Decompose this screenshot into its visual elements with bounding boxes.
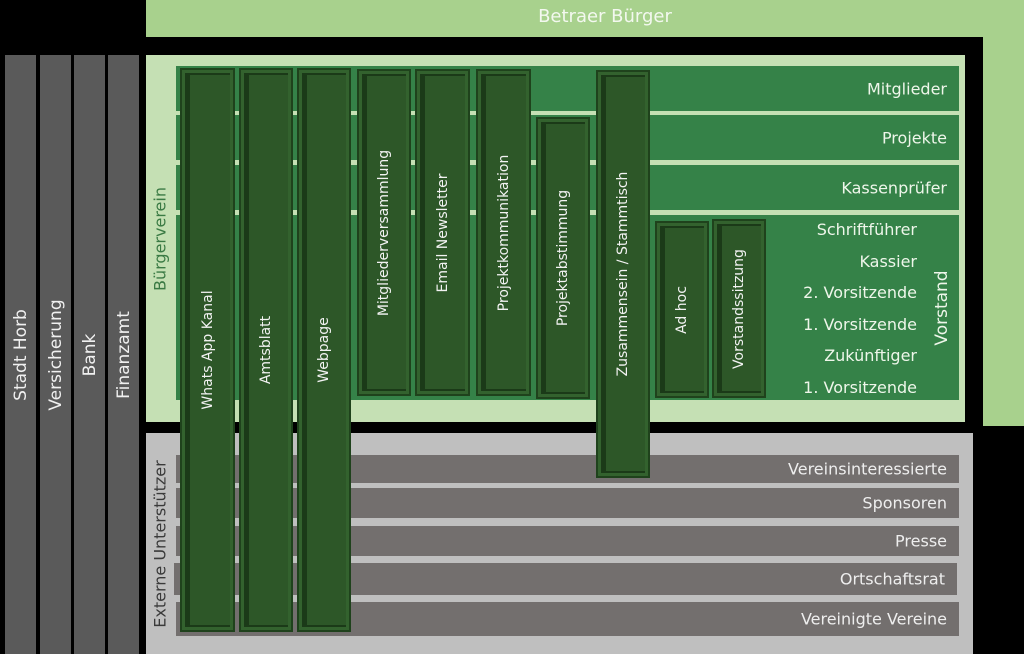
channel-label: Amtsblatt [258, 315, 274, 385]
row-label: Projekte [881, 128, 947, 147]
row-sponsoren: Sponsoren [176, 488, 959, 518]
channel-label: Ad hoc [674, 285, 690, 334]
channel-webpage: Webpage [297, 68, 351, 632]
channel-projektkommunikation: Projektkommunikation [476, 69, 531, 396]
channel-zusammensein-stammtisch: Zusammensein / Stammtisch [596, 70, 650, 478]
vorstand-member: Kassier [859, 251, 917, 271]
channel-email-newsletter: Email Newsletter [415, 69, 470, 396]
channel-label: Email Newsletter [434, 173, 451, 292]
channel-amtsblatt: Amtsblatt [239, 68, 293, 632]
row-label: Mitglieder [867, 79, 947, 98]
column-label: Finanzamt [113, 310, 134, 399]
row-label: Kassenprüfer [841, 178, 947, 197]
column-label: Versicherung [45, 298, 66, 411]
channel-label: Mitgliederversammlung [376, 149, 392, 316]
row-mitglieder: Mitglieder [176, 66, 959, 111]
column-stadt-horb: Stadt Horb [5, 55, 36, 654]
row-label: Vereinigte Vereine [800, 609, 947, 629]
vorstand-label: Vorstand [932, 270, 952, 346]
vorstand-member-list: Schriftführer Kassier 2. Vorsitzende 1. … [780, 216, 917, 400]
row-label: Vereinsinteressierte [788, 459, 947, 479]
vorstand-member: 2. Vorsitzende [803, 283, 917, 302]
buergerverein-label-wrap: Bürgerverein [146, 55, 174, 422]
channel-mitgliederversammlung: Mitgliederversammlung [357, 69, 411, 396]
row-label: Sponsoren [862, 493, 947, 513]
channel-projektabstimmung: Projektabstimmung [536, 117, 590, 399]
column-finanzamt: Finanzamt [108, 55, 139, 654]
channel-label: Webpage [316, 317, 332, 383]
row-label: Ortschaftsrat [839, 569, 945, 589]
channel-label: Projektabstimmung [555, 189, 571, 327]
column-versicherung: Versicherung [40, 55, 71, 654]
vorstand-label-wrap: Vorstand [925, 216, 959, 400]
vorstand-member: 1. Vorsitzende [803, 377, 917, 397]
vorstand-member: Zukünftiger [824, 346, 917, 365]
channel-vorstandssitzung: Vorstandssitzung [712, 219, 766, 398]
channel-label: Zusammensein / Stammtisch [615, 171, 631, 377]
channel-ad-hoc: Ad hoc [655, 221, 709, 398]
buergerverein-label: Bürgerverein [150, 186, 170, 291]
top-bar-right-strip [983, 37, 1024, 426]
column-bank: Bank [74, 55, 105, 654]
row-vereinsinteressierte: Vereinsinteressierte [176, 455, 959, 483]
channel-label: Vorstandssitzung [731, 248, 747, 369]
channel-label: Projektkommunikation [495, 154, 512, 311]
channel-whatsapp-kanal: Whats App Kanal [180, 68, 235, 632]
vorstand-member: Schriftführer [816, 220, 917, 239]
channel-label: Whats App Kanal [199, 290, 216, 410]
externe-unterstuetzer-label-wrap: Externe Unterstützer [146, 433, 174, 654]
row-label: Presse [895, 531, 947, 551]
row-presse: Presse [176, 526, 959, 556]
vorstand-member: 1. Vorsitzende [803, 314, 917, 334]
row-vereinigte-vereine: Vereinigte Vereine [176, 602, 959, 636]
top-bar-betraer-buerger: Betraer Bürger [146, 0, 1024, 37]
column-label: Stadt Horb [10, 308, 31, 401]
externe-unterstuetzer-label: Externe Unterstützer [150, 459, 170, 628]
column-label: Bank [79, 333, 100, 376]
diagram-title: Betraer Bürger [538, 6, 672, 27]
